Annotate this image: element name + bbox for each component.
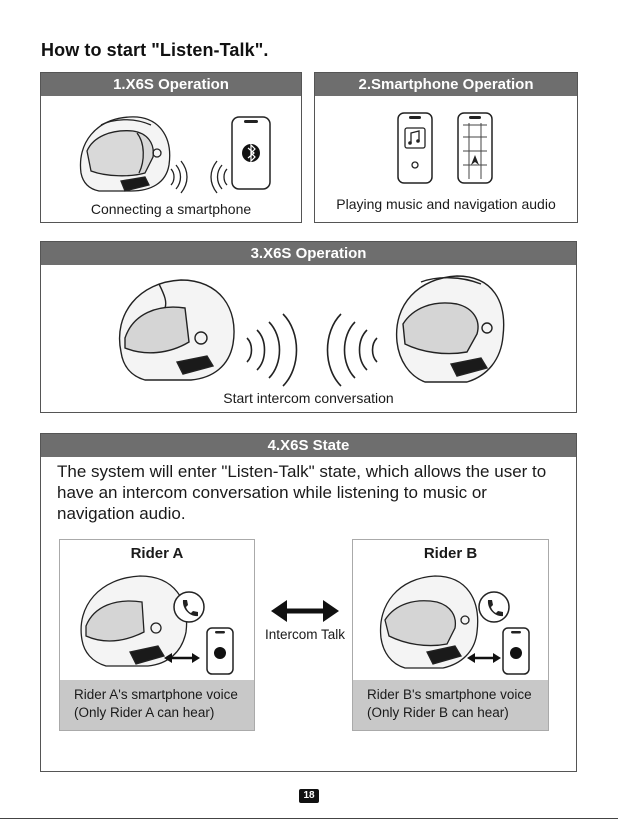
rider-a-title: Rider A xyxy=(130,545,184,562)
navigation-icon xyxy=(457,112,493,184)
panel-title: 4.X6S State xyxy=(41,434,576,457)
rider-a-note-line1: Rider A's smartphone voice xyxy=(74,687,238,702)
music-note-icon xyxy=(397,112,433,184)
rider-b-note-line2: (Only Rider B can hear) xyxy=(367,705,509,720)
phone-call-icon xyxy=(206,627,234,675)
panel-caption: Start intercom conversation xyxy=(223,390,394,406)
helmet-icon xyxy=(395,275,505,383)
page-title: How to start "Listen-Talk". xyxy=(41,40,269,60)
rider-b-note-line1: Rider B's smartphone voice xyxy=(367,687,532,702)
sound-wave-icon xyxy=(246,313,378,387)
panel-title: 2.Smartphone Operation xyxy=(315,73,577,96)
panel-smartphone-operation: 2.Smartphone Operation Playing music and… xyxy=(314,72,578,223)
helmet-bluetooth-illustration xyxy=(79,116,271,194)
phone-call-icon xyxy=(502,627,530,675)
panel-x6s-operation: 1.X6S Operation Connecting a smartp xyxy=(40,72,302,223)
double-arrow-icon xyxy=(271,600,339,622)
rider-b-title: Rider B xyxy=(423,545,478,562)
rider-a-note-line2: (Only Rider A can hear) xyxy=(74,705,215,720)
helmet-icon xyxy=(118,279,235,381)
rider-b-box: Rider B Rider B's smartp xyxy=(352,539,549,731)
rider-b-illustration xyxy=(379,575,530,675)
rider-b-note: Rider B's smartphone voice (Only Rider B… xyxy=(353,680,548,730)
page-number: 18 xyxy=(299,789,319,803)
state-description: The system will enter "Listen-Talk" stat… xyxy=(57,462,547,523)
panel-x6s-operation-intercom: 3.X6S Operation Star xyxy=(40,241,577,413)
panel-x6s-state: 4.X6S State The system will enter "Liste… xyxy=(40,433,577,772)
panel-title: 1.X6S Operation xyxy=(41,73,301,96)
helmet-icon xyxy=(79,116,171,192)
rider-a-box: Rider A Rider A's smartp xyxy=(59,539,255,731)
panel-caption: Playing music and navigation audio xyxy=(336,196,556,212)
intercom-illustration xyxy=(118,275,505,387)
rider-a-note: Rider A's smartphone voice (Only Rider A… xyxy=(60,680,254,730)
phone-call-icon xyxy=(173,591,205,623)
smartphone-illustration xyxy=(397,112,493,184)
panel-caption: Connecting a smartphone xyxy=(90,201,252,217)
intercom-double-arrow xyxy=(271,600,339,622)
rider-a-illustration xyxy=(80,575,234,675)
panel-title: 3.X6S Operation xyxy=(41,242,576,265)
bluetooth-icon xyxy=(231,116,271,190)
double-arrow-icon xyxy=(164,653,200,663)
helmet-icon xyxy=(80,575,188,667)
bottom-divider xyxy=(0,818,618,819)
helmet-icon xyxy=(379,575,479,669)
intercom-talk-label: Intercom Talk xyxy=(264,627,346,642)
double-arrow-icon xyxy=(467,653,501,663)
sound-wave-icon xyxy=(170,160,228,194)
phone-call-icon xyxy=(478,591,510,623)
